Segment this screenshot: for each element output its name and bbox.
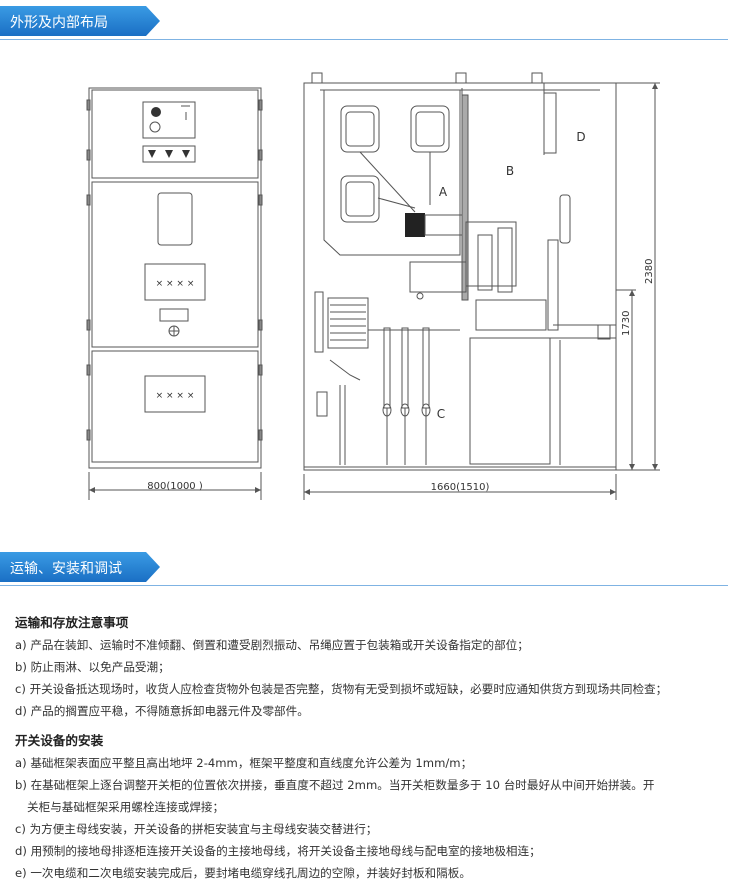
side-view [303, 72, 660, 500]
list-item: c) 开关设备抵达现场时，收货人应检查货物外包装是否完整，货物有无受到损坏或短缺… [15, 682, 668, 696]
transport-heading: 运输和存放注意事项 [15, 615, 129, 630]
total-height-dimension: 2380 [644, 259, 655, 284]
compartment-b-label: B [506, 164, 514, 178]
list-item: d) 产品的搁置应平稳，不得随意拆卸电器元件及零部件。 [15, 704, 309, 718]
section-divider [0, 39, 728, 40]
instructions-body: 运输和存放注意事项 a) 产品在装卸、运输时不准倾翻、倒置和遭受剧烈振动、吊绳应… [15, 612, 730, 884]
front-width-dimension: 800(1000 ) [147, 481, 203, 492]
compartment-a-label: A [439, 185, 448, 199]
section-tab: 外形及内部布局 [0, 6, 160, 36]
list-item: b) 在基础框架上逐台调整开关柜的位置依次拼接，垂直度不超过 2mm。当开关柜数… [15, 778, 655, 792]
vent-marks: × × × × [156, 279, 195, 289]
list-item: a) 产品在装卸、运输时不准倾翻、倒置和遭受剧烈振动、吊绳应置于包装箱或开关设备… [15, 638, 529, 652]
section-header-layout: 外形及内部布局 [0, 6, 750, 40]
switchgear-layout-drawing: × × × × × × × × 800(1000 ) [86, 72, 660, 500]
compartment-c-label: C [437, 407, 445, 421]
front-view: × × × × × × × × 800(1000 ) [86, 87, 263, 500]
mid-height-dimension: 1730 [621, 311, 632, 336]
svg-text:× × × ×: × × × × [156, 391, 195, 401]
list-item: a) 基础框架表面应平整且高出地坪 2-4mm，框架平整度和直线度允许公差为 1… [15, 756, 473, 770]
section-title: 外形及内部布局 [10, 15, 108, 31]
section-divider [0, 585, 728, 586]
list-item: c) 为方便主母线安装，开关设备的拼柜安装宜与主母线安装交替进行； [15, 822, 378, 836]
list-item: e) 一次电缆和二次电缆安装完成后，要封堵电缆穿线孔周边的空隙，并装好封板和隔板… [15, 866, 471, 880]
side-width-dimension: 1660(1510) [431, 482, 490, 493]
section-title: 运输、安装和调试 [10, 561, 122, 577]
list-item: d) 用预制的接地母排逐柜连接开关设备的主接地母线，将开关设备主接地母线与配电室… [15, 844, 541, 858]
list-item: 关柜与基础框架采用螺栓连接或焊接； [27, 800, 225, 814]
list-item: b) 防止雨淋、以免产品受潮； [15, 660, 170, 674]
install-heading: 开关设备的安装 [15, 733, 104, 748]
compartment-d-label: D [576, 130, 585, 144]
section-header-transport: 运输、安装和调试 [0, 552, 750, 586]
section-tab: 运输、安装和调试 [0, 552, 160, 582]
